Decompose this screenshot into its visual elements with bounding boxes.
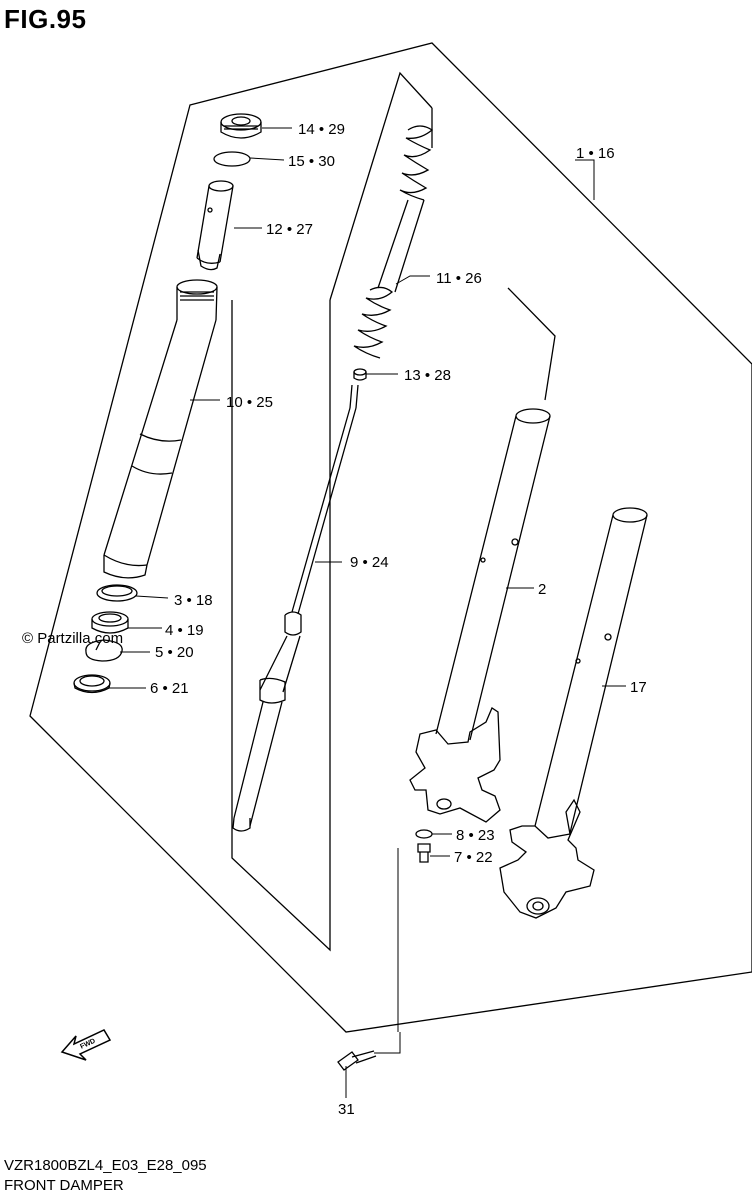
model-code: VZR1800BZL4_E03_E28_095 <box>4 1157 207 1174</box>
callout-2: 2 <box>538 581 546 598</box>
callout-14-29: 14 • 29 <box>298 121 345 138</box>
axle-pinch-bolt-part <box>337 1050 377 1071</box>
callout-9-24: 9 • 24 <box>350 554 389 571</box>
fork-spring-part <box>353 125 434 359</box>
callout-10-25: 10 • 25 <box>226 394 273 411</box>
callout-17: 17 <box>630 679 647 696</box>
leader-lines <box>108 127 626 1098</box>
callout-8-23: 8 • 23 <box>456 827 495 844</box>
inner-tube-frame <box>507 287 556 401</box>
figure-title: FIG.95 <box>4 4 87 34</box>
callout-15-30: 15 • 30 <box>288 153 335 170</box>
watermark: © Partzilla.com <box>22 630 123 647</box>
dust-seal-part <box>96 584 138 602</box>
callout-3-18: 3 • 18 <box>174 592 213 609</box>
outer-tube-part <box>103 279 218 579</box>
callout-4-19: 4 • 19 <box>165 622 204 639</box>
page-caption: FRONT DAMPER <box>4 1177 124 1194</box>
callout-5-20: 5 • 20 <box>155 644 194 661</box>
callout-13-28: 13 • 28 <box>404 367 451 384</box>
callout-31: 31 <box>338 1101 355 1118</box>
seal-washer-part <box>73 674 111 694</box>
drain-bolt-part <box>417 843 431 863</box>
o-ring-part <box>213 151 251 167</box>
lock-nut-part <box>353 368 367 381</box>
assembly-frame-outer <box>29 42 752 1033</box>
callout-1-16: 1 • 16 <box>576 145 615 162</box>
rod-frame <box>329 71 433 301</box>
inner-tube-lower-right-part <box>499 507 648 919</box>
damper-kit-frame <box>231 300 331 952</box>
damper-rod-part <box>232 384 359 832</box>
oil-seal-part <box>91 611 129 634</box>
circlip-part <box>85 639 123 662</box>
callout-11-26: 11 • 26 <box>436 270 482 287</box>
cap-bolt-part <box>220 113 262 139</box>
callout-7-22: 7 • 22 <box>454 849 493 866</box>
forward-direction-arrow-icon <box>60 1029 112 1061</box>
callout-12-27: 12 • 27 <box>266 221 313 238</box>
callout-6-21: 6 • 21 <box>150 680 189 697</box>
inner-tube-lower-left-part <box>409 408 551 823</box>
spacer-part <box>196 180 234 271</box>
gasket-washer-part <box>415 829 433 839</box>
